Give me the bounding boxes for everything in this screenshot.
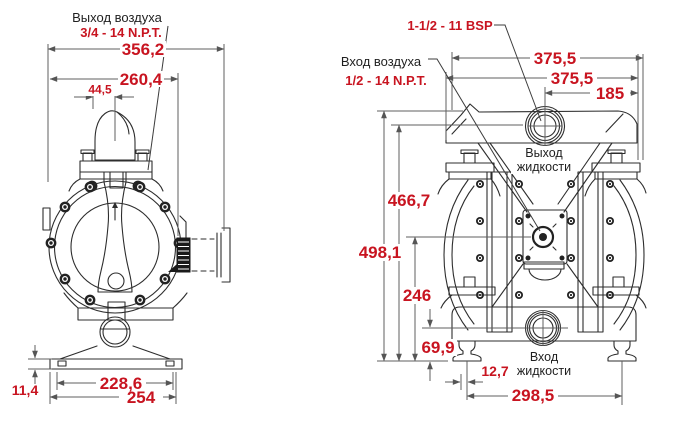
dim-outlet-offset: 185 — [596, 84, 624, 103]
left-bolt-rail — [476, 171, 523, 333]
dim-base-width: 254 — [127, 388, 156, 407]
fluid-outlet-label-line1: Выход — [525, 146, 563, 160]
dim-inlet-height: 69,9 — [421, 338, 454, 357]
fluid-inlet-label-line1: Вход — [530, 350, 559, 364]
dim-width-top: 375,5 — [534, 49, 577, 68]
fluid-outlet-port — [524, 105, 566, 147]
right-view-drawing — [437, 103, 647, 362]
dim-outlet-height: 466,7 — [388, 191, 431, 210]
phantom-port — [191, 227, 231, 283]
outlet-thread-label: 1-1/2 - 11 BSP — [407, 18, 493, 33]
dim-base-thickness: 11,4 — [12, 382, 39, 398]
air-outlet-label: Выход воздуха — [72, 10, 162, 25]
dim-overall-height: 498,1 — [359, 243, 402, 262]
dim-body-width-left: 260,4 — [120, 70, 163, 89]
label-masks — [84, 41, 630, 405]
dimension-lines — [28, 44, 644, 405]
fluid-outlet-label-line2: жидкости — [517, 160, 571, 174]
right-bolt-rail — [567, 171, 614, 333]
dim-air-valve-height: 246 — [403, 286, 431, 305]
fluid-inlet-label-line2: жидкости — [517, 364, 571, 378]
flow-arrow-icon — [112, 202, 118, 221]
air-outlet-thread-label: 3/4 - 14 N.P.T. — [80, 25, 161, 40]
air-inlet-thread-label: 1/2 - 14 N.P.T. — [345, 73, 426, 88]
dim-muffler-offset: 44,5 — [88, 83, 112, 97]
dim-width-mid: 375,5 — [551, 69, 594, 88]
left-view-drawing — [42, 110, 231, 370]
air-inlet-port — [529, 223, 557, 251]
dim-overall-width-left: 356,2 — [122, 40, 165, 59]
dim-foot-span: 298,5 — [512, 386, 555, 405]
air-inlet-label: Вход воздуха — [341, 54, 422, 69]
dim-base-holes-span: 228,6 — [100, 374, 143, 393]
annotations: Выход воздуха 3/4 - 14 N.P.T. 356,2 260,… — [12, 10, 624, 407]
dim-foot-slot: 12,7 — [481, 363, 508, 379]
